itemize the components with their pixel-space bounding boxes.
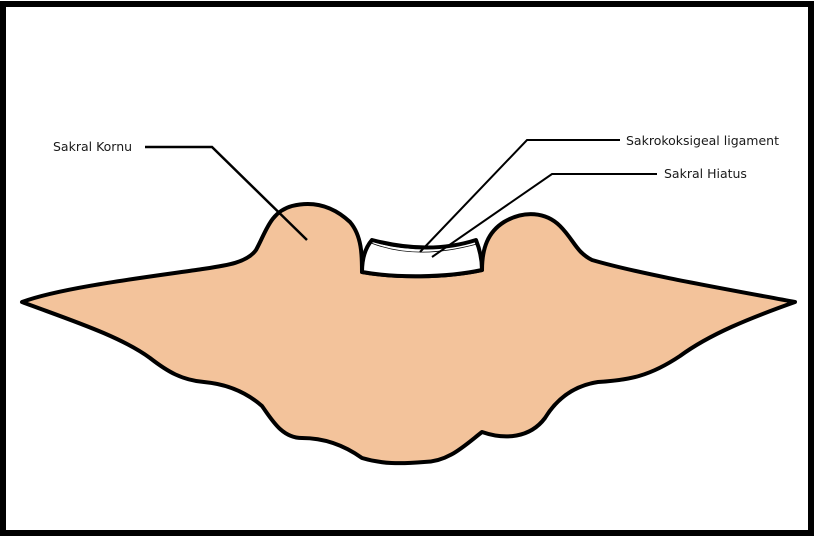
label-sakrokoksigeal-ligament: Sakrokoksigeal ligament <box>626 133 779 148</box>
label-sakral-hiatus: Sakral Hiatus <box>664 166 747 181</box>
sacral-hiatus-opening <box>362 240 482 276</box>
sacrum-body <box>22 204 795 463</box>
label-sakral-kornu: Sakral Kornu <box>53 139 132 154</box>
